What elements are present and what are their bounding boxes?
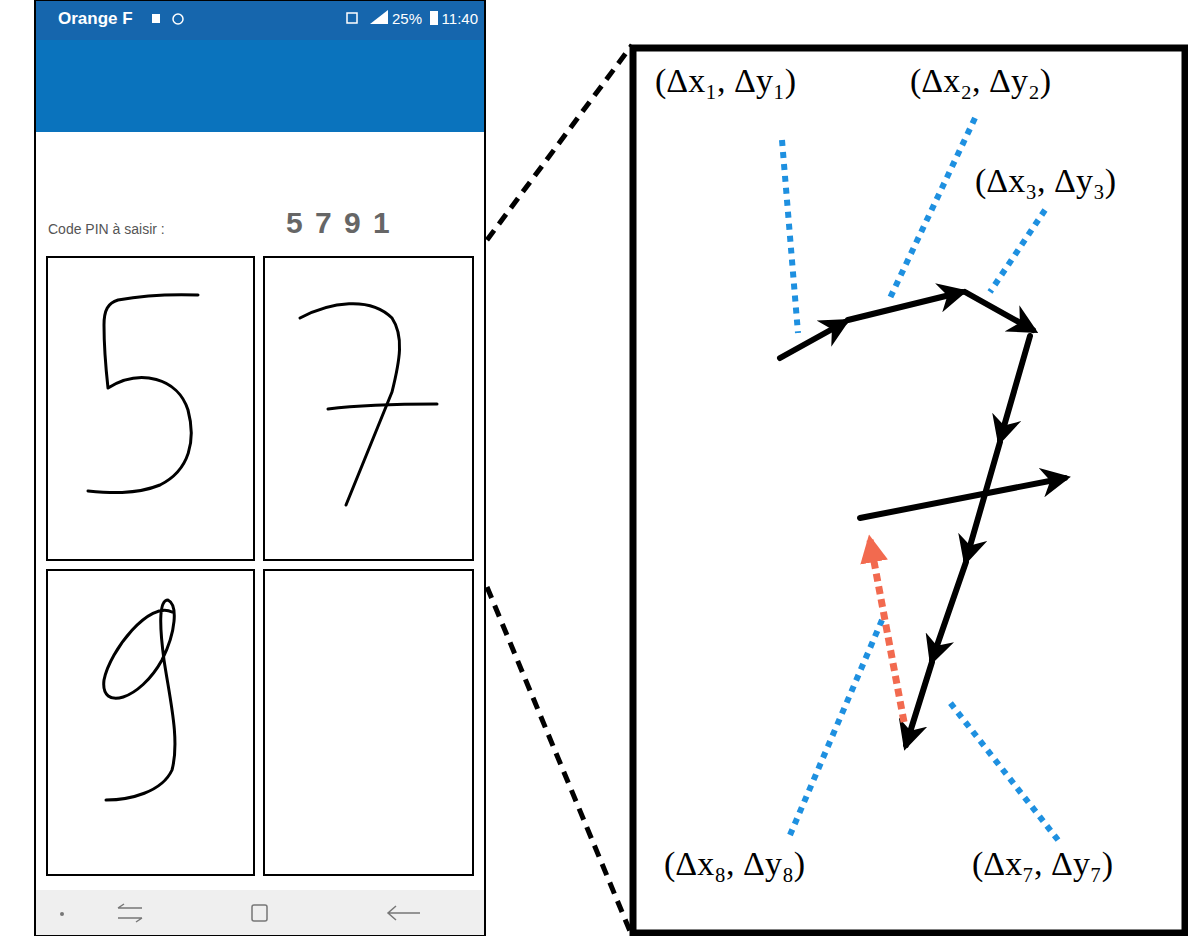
pin-code: 5 7 9 1 (286, 206, 392, 239)
return-arrow (870, 540, 904, 722)
leader-lines (782, 118, 1058, 840)
delta-label: (Δx₈, Δy₈) (664, 845, 805, 882)
clock: 11:40 (442, 11, 478, 28)
zoom-panel (633, 48, 1185, 933)
battery-level: 25% (392, 11, 422, 28)
delta-label: (Δx₃, Δy₃) (975, 162, 1116, 199)
carrier-name: Orange F (58, 10, 133, 29)
delta-label: (Δx₁, Δy₁) (655, 62, 796, 99)
trajectory-arrows (780, 292, 1065, 745)
phone-screenshot (35, 0, 485, 936)
zoom-lines (487, 45, 632, 936)
delta-label: (Δx₇, Δy₇) (972, 845, 1113, 882)
delta-label: (Δx₂, Δy₂) (910, 62, 1051, 99)
pin-prompt: Code PIN à saisir : (48, 222, 165, 237)
